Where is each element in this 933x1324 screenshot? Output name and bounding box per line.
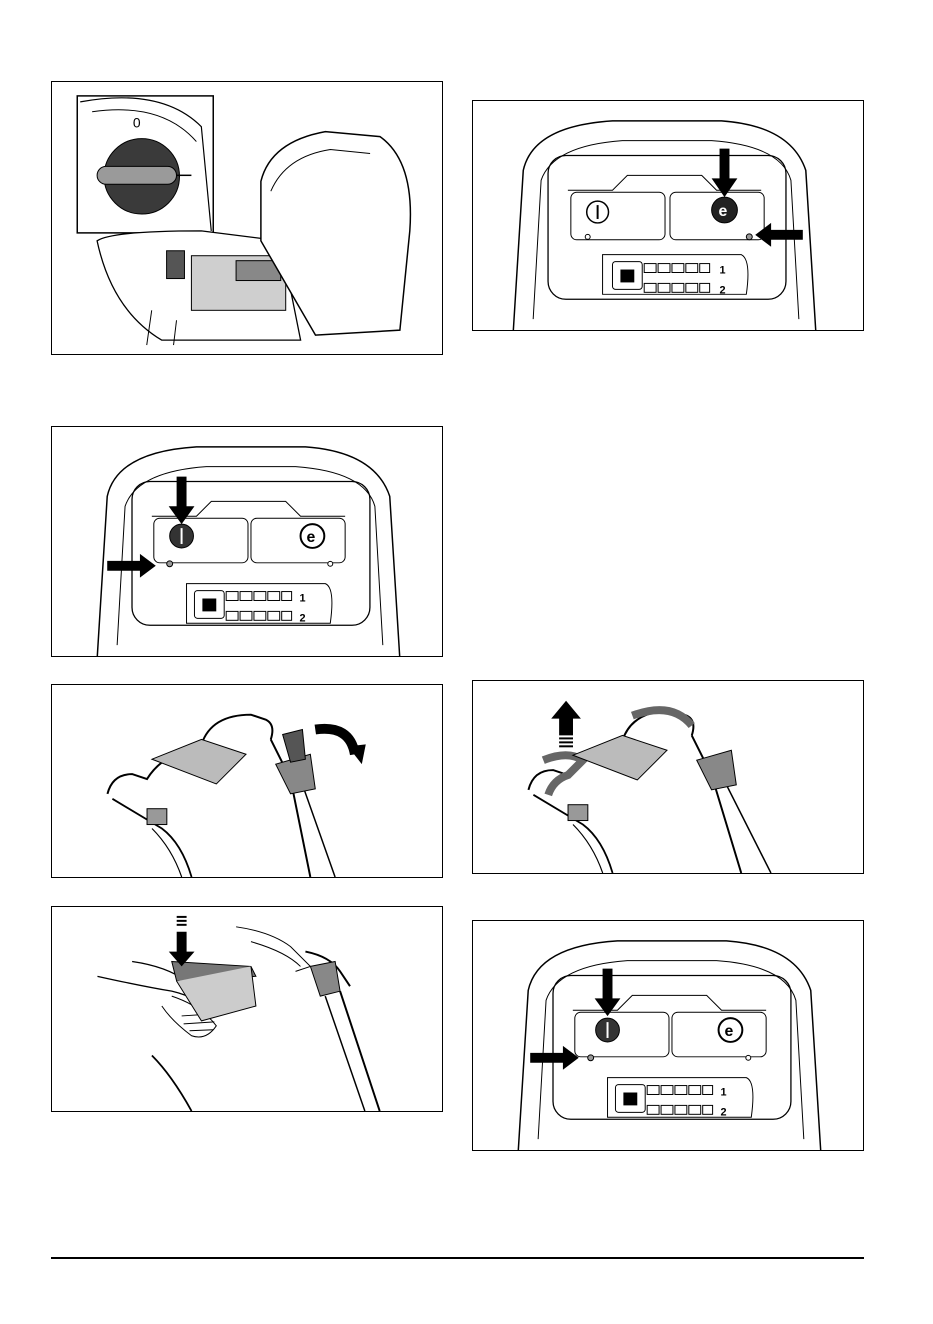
svg-text:e: e xyxy=(725,1023,734,1040)
panel-on-illustration-2: e 1 2 xyxy=(473,921,863,1150)
mode-1-label: 1 xyxy=(720,264,726,276)
footer-rule xyxy=(51,1257,864,1259)
figure-panel-on-button: e 1 2 xyxy=(51,426,443,657)
figure-panel-on-button-2: e 1 2 xyxy=(472,920,864,1151)
figure-handle-lift xyxy=(472,680,864,874)
key-switch-illustration: 0 xyxy=(52,82,442,354)
figure-handle-press xyxy=(51,906,443,1112)
panel-eco-illustration: e 1 2 xyxy=(473,101,863,330)
mode-2-label: 2 xyxy=(300,612,306,624)
handle-press-illustration xyxy=(52,907,442,1111)
handle-lift-illustration xyxy=(473,681,863,873)
svg-text:e: e xyxy=(719,203,728,220)
dial-zero-label: 0 xyxy=(133,115,141,131)
handle-lever-illustration xyxy=(52,685,442,877)
panel-on-illustration: e 1 2 xyxy=(52,427,442,656)
mode-1-label: 1 xyxy=(721,1086,727,1098)
mode-1-label: 1 xyxy=(300,592,306,604)
figure-handle-lever xyxy=(51,684,443,878)
mode-2-label: 2 xyxy=(720,284,726,296)
mode-2-label: 2 xyxy=(721,1106,727,1118)
figure-key-switch: 0 xyxy=(51,81,443,355)
figure-panel-eco-button: e 1 2 xyxy=(472,100,864,331)
svg-text:e: e xyxy=(306,529,315,546)
